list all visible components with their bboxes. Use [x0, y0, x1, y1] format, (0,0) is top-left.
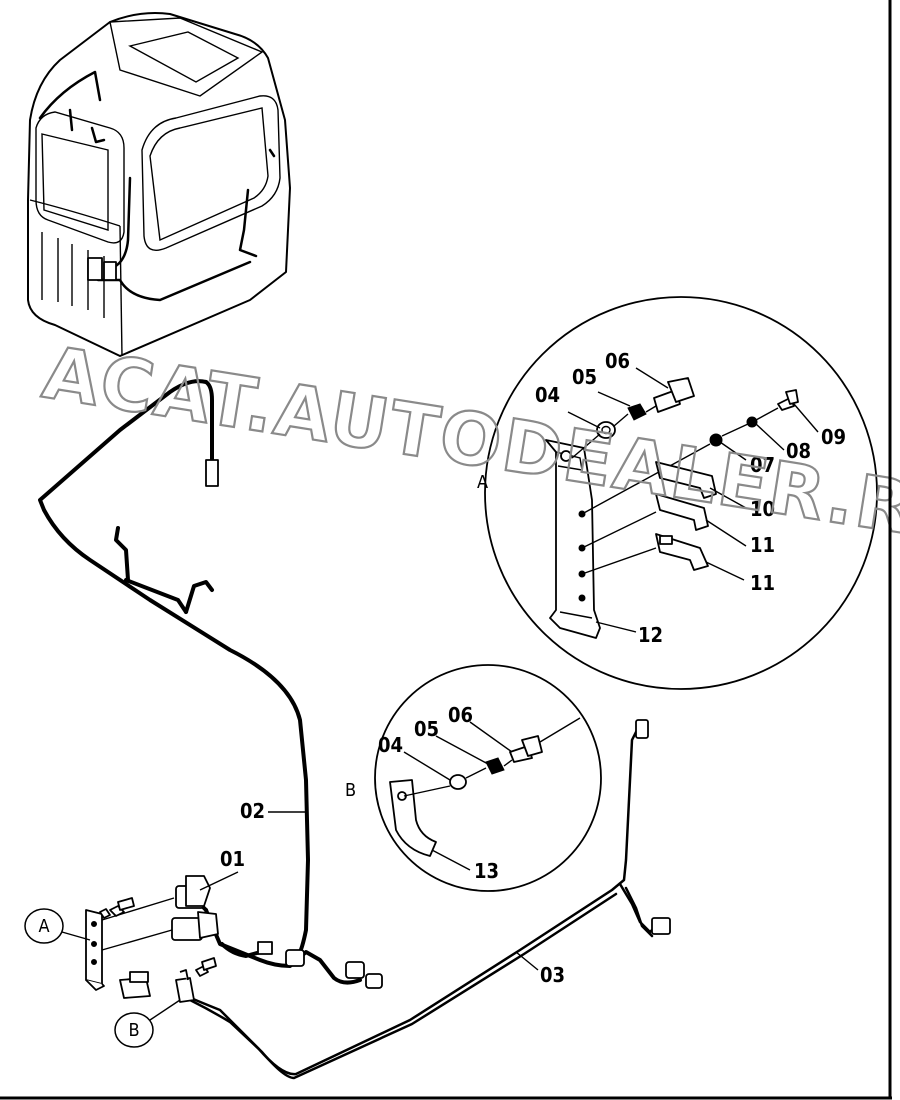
harness-02 — [38, 379, 310, 958]
marker-a: A — [24, 908, 91, 944]
callout-leaders — [199, 367, 819, 971]
watermark: ACAT.AUTODEALER.RU — [38, 330, 900, 560]
callout-a-09: 09 — [821, 425, 846, 449]
harness-01 — [85, 875, 383, 991]
callout-a-06: 06 — [605, 349, 630, 373]
detail-view-a — [484, 296, 878, 690]
callouts: 01 02 03 04 05 06 07 08 09 10 11 11 12 0… — [220, 349, 846, 987]
callout-02: 02 — [240, 799, 265, 823]
callout-b-06: 06 — [448, 703, 473, 727]
operator-cab — [27, 12, 291, 357]
callout-b-04: 04 — [378, 733, 403, 757]
callout-a-11-lower: 11 — [750, 571, 775, 595]
callout-03: 03 — [540, 963, 565, 987]
callout-a-04: 04 — [535, 383, 560, 407]
marker-b: B — [114, 999, 181, 1048]
detail-b-letter: B — [345, 780, 356, 801]
detail-a-letter: A — [477, 472, 488, 493]
marker-b-label: B — [128, 1020, 139, 1041]
callout-a-05: 05 — [572, 365, 597, 389]
callout-b-13: 13 — [474, 859, 499, 883]
callout-01: 01 — [220, 847, 245, 871]
callout-a-08: 08 — [786, 439, 811, 463]
callout-a-11-upper: 11 — [750, 533, 775, 557]
callout-a-07: 07 — [750, 453, 775, 477]
callout-a-12: 12 — [638, 623, 663, 647]
harness-03 — [119, 719, 671, 1080]
detail-view-b — [374, 664, 602, 892]
callout-b-05: 05 — [414, 717, 439, 741]
marker-a-label: A — [38, 916, 49, 937]
callout-a-10: 10 — [750, 497, 775, 521]
